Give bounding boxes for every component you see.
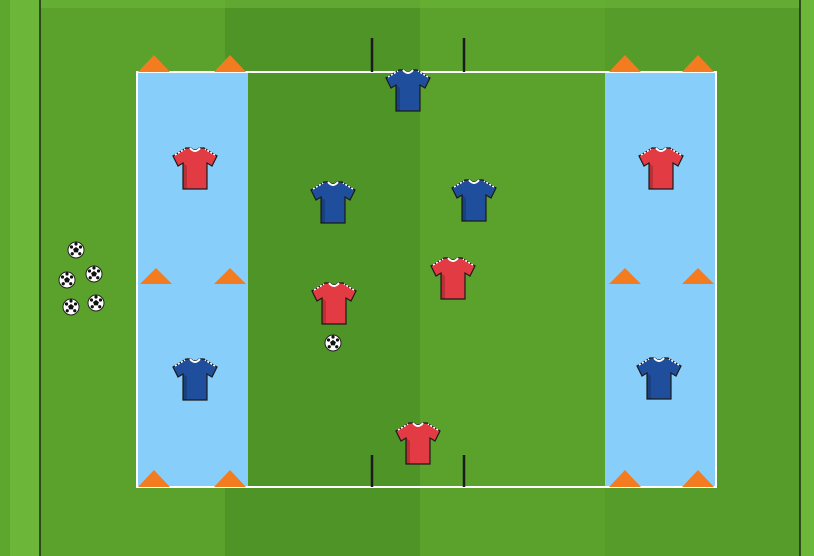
soccer-ball-icon — [63, 299, 79, 315]
grass-edge-left — [10, 0, 40, 556]
grass-top-band — [40, 0, 800, 8]
soccer-ball-icon — [86, 266, 102, 282]
grass-edge-right — [800, 0, 814, 556]
soccer-ball-icon — [88, 295, 104, 311]
soccer-ball-icon — [325, 335, 341, 351]
soccer-ball-icon — [59, 272, 75, 288]
soccer-ball-icon — [68, 242, 84, 258]
